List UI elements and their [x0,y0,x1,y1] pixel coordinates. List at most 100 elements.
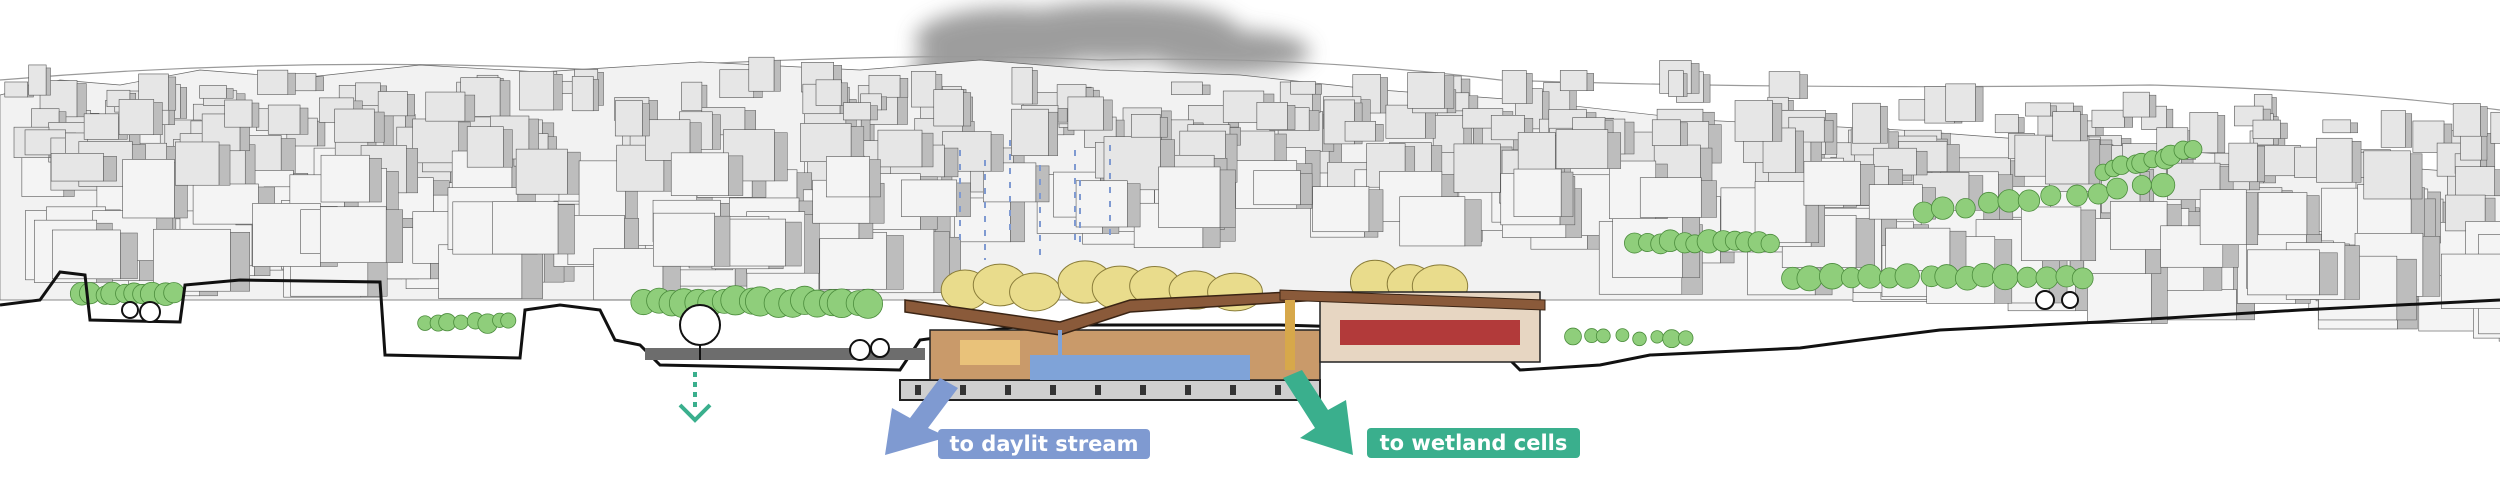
building [118,99,163,136]
building [175,141,231,186]
building [2380,110,2413,148]
building [1668,70,1688,97]
building [492,201,575,255]
building [466,126,513,168]
tree [2035,266,2059,290]
building [1852,102,1888,144]
stream-label: to daylit stream [938,429,1150,459]
building [1559,70,1594,92]
building [1885,227,1967,271]
tree [1595,328,1611,344]
tree [1796,265,1823,292]
distant-ridge [0,56,2500,111]
building [519,71,563,111]
tree [1912,201,1935,224]
section-trees [121,290,2079,361]
building [2025,102,2057,117]
building [425,91,476,122]
building [1399,196,1482,247]
wetland-label: to wetland cells [1367,428,1580,458]
building [28,64,51,96]
building [1171,81,1211,95]
building [1011,108,1058,156]
tree [500,312,517,329]
building [933,89,972,127]
building [2122,91,2157,118]
canopy-trees [940,259,1469,312]
building [670,152,744,196]
building [1513,168,1574,217]
building [819,232,904,290]
building [2199,189,2259,245]
building [1768,71,1808,99]
building [257,69,296,95]
building [2021,206,2097,262]
building [1639,177,1717,218]
tree [2087,183,2109,205]
tree [453,314,469,330]
tree [163,282,185,304]
building [653,212,731,267]
building [320,154,382,203]
tree [2106,177,2128,200]
building [4,81,34,98]
building [1501,70,1533,104]
building [2455,166,2500,199]
building [1994,114,2025,134]
building [224,99,260,128]
street-trees [69,140,2203,349]
building [722,218,802,267]
tree [1650,330,1664,344]
building [1131,114,1168,138]
building [1555,129,1622,169]
building [2452,103,2488,137]
tree [1564,327,1582,346]
building [2257,192,2320,236]
building [50,153,117,182]
building [1290,81,1322,95]
building [1011,67,1038,105]
building [723,129,788,182]
building [748,56,781,92]
building [319,206,403,263]
tree [1894,263,1920,289]
building [2228,142,2265,183]
building [815,79,848,106]
building [2322,119,2358,134]
tree [2183,140,2203,159]
building [2045,136,2101,185]
building [843,102,878,121]
building [2363,150,2423,200]
building [571,76,599,112]
building [2252,119,2288,139]
building [2247,249,2338,296]
tree [1632,331,1647,347]
building [267,104,309,135]
tree [1991,263,2019,291]
building [1734,100,1783,142]
tree [1934,264,1959,289]
building [1075,180,1141,228]
tree [853,288,884,319]
building [877,129,934,168]
tree [1955,198,1976,219]
tree [2017,189,2041,212]
tree [2040,185,2062,207]
tree [1930,196,1955,220]
tree [1997,189,2021,213]
tree [1678,330,1694,346]
building [1253,170,1313,206]
building [681,81,708,111]
building [2052,111,2088,142]
building [826,156,881,198]
building [52,229,138,280]
building [1344,121,1384,142]
building [1158,166,1236,228]
tree [2150,172,2176,198]
building [1067,96,1113,131]
tree [1615,328,1630,343]
tree [2066,184,2088,207]
building [800,123,865,163]
building [614,100,650,137]
building [334,108,385,143]
